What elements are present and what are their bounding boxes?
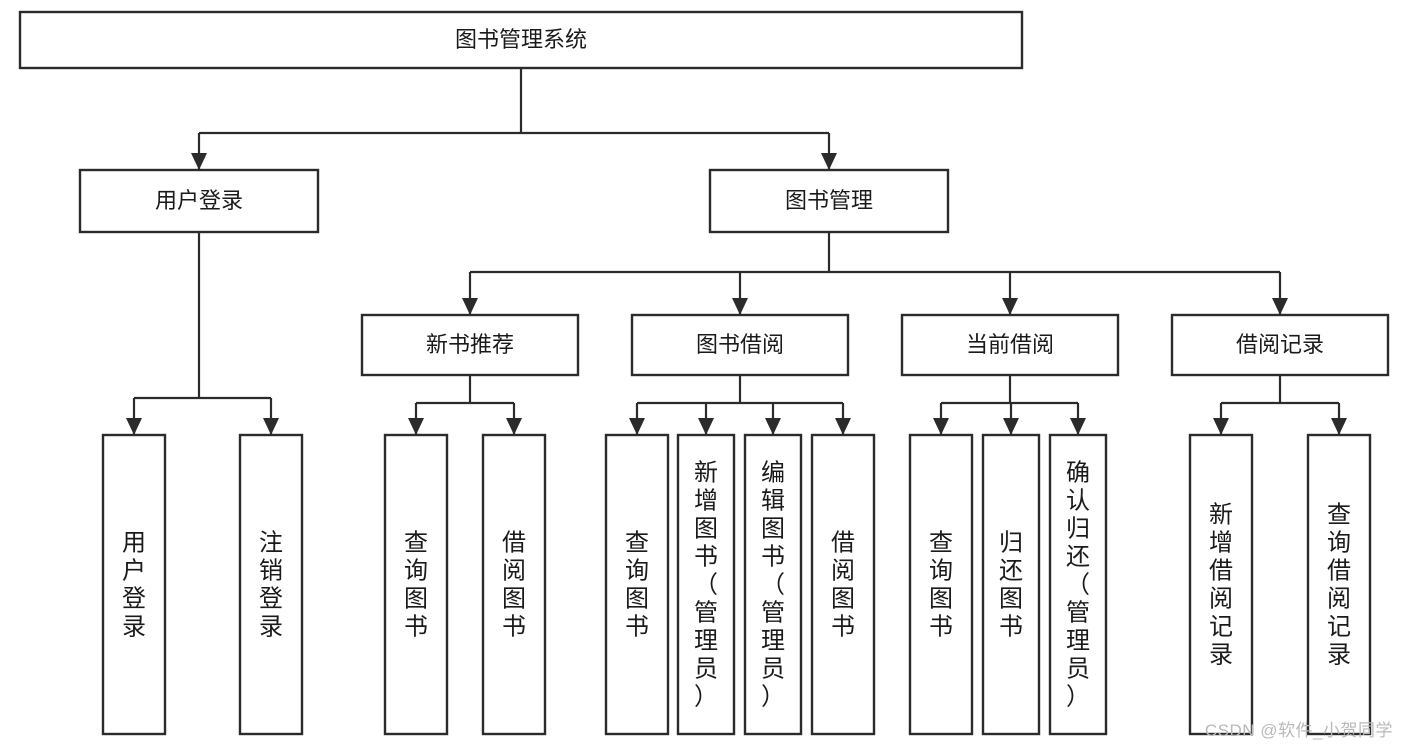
node-label: 查询图书 <box>929 530 953 641</box>
arrow-head-icon <box>1002 298 1018 315</box>
arrow-head-icon <box>732 298 748 315</box>
node-level3-0[interactable]: 新书推荐 <box>360 313 580 377</box>
arrow-head-icon <box>462 298 478 315</box>
node-leaf-10[interactable]: 确认归还（管理员） <box>1048 433 1108 736</box>
arrow-head-icon <box>765 418 781 435</box>
node-root[interactable]: 图书管理系统 <box>18 10 1024 70</box>
node-rect[interactable] <box>101 433 167 736</box>
node-leaf-11[interactable]: 新增借阅记录 <box>1188 433 1254 736</box>
node-leaf-7[interactable]: 借阅图书 <box>810 433 876 736</box>
node-label: 新增图书（管理员） <box>694 460 718 711</box>
node-rect[interactable] <box>383 433 449 736</box>
node-leaf-5[interactable]: 新增图书（管理员） <box>676 433 736 736</box>
node-rect[interactable] <box>708 168 950 234</box>
node-label: 查询图书 <box>404 530 428 641</box>
node-group: 图书管理系统用户登录图书管理新书推荐图书借阅当前借阅借阅记录用户登录注销登录查询… <box>18 10 1390 736</box>
node-level3-2[interactable]: 当前借阅 <box>900 313 1120 377</box>
node-rect[interactable] <box>743 433 803 736</box>
arrow-head-icon <box>408 418 424 435</box>
node-label: 新增借阅记录 <box>1209 502 1233 669</box>
node-label: 注销登录 <box>259 530 283 641</box>
arrow-head-icon <box>191 153 207 170</box>
connector-group <box>126 68 1347 435</box>
arrow-head-icon <box>629 418 645 435</box>
node-label: 新书推荐 <box>426 332 514 357</box>
node-rect[interactable] <box>481 433 547 736</box>
arrow-head-icon <box>1003 418 1019 435</box>
arrow-head-icon <box>506 418 522 435</box>
arrow-head-icon <box>698 418 714 435</box>
node-leaf-9[interactable]: 归还图书 <box>981 433 1041 736</box>
node-label: 借阅图书 <box>502 530 526 641</box>
node-label: 归还图书 <box>999 530 1023 641</box>
node-rect[interactable] <box>1170 313 1390 377</box>
arrow-head-icon <box>821 153 837 170</box>
node-rect[interactable] <box>78 168 320 234</box>
node-label: 确认归还（管理员） <box>1066 460 1090 711</box>
node-rect[interactable] <box>630 313 850 377</box>
node-leaf-8[interactable]: 查询图书 <box>908 433 974 736</box>
arrow-head-icon <box>1272 298 1288 315</box>
node-label: 借阅记录 <box>1236 332 1324 357</box>
node-leaf-2[interactable]: 查询图书 <box>383 433 449 736</box>
node-rect[interactable] <box>238 433 304 736</box>
node-label: 用户登录 <box>122 530 146 641</box>
node-level2-1[interactable]: 图书管理 <box>708 168 950 234</box>
node-label: 图书借阅 <box>696 332 784 357</box>
node-rect[interactable] <box>1188 433 1254 736</box>
node-label: 查询借阅记录 <box>1327 502 1351 669</box>
node-leaf-1[interactable]: 注销登录 <box>238 433 304 736</box>
arrow-head-icon <box>1070 418 1086 435</box>
node-rect[interactable] <box>18 10 1024 70</box>
arrow-head-icon <box>263 418 279 435</box>
node-level2-0[interactable]: 用户登录 <box>78 168 320 234</box>
node-leaf-6[interactable]: 编辑图书（管理员） <box>743 433 803 736</box>
arrow-head-icon <box>835 418 851 435</box>
node-label: 图书管理系统 <box>455 27 587 52</box>
node-rect[interactable] <box>908 433 974 736</box>
node-label: 借阅图书 <box>831 530 855 641</box>
arrow-head-icon <box>126 418 142 435</box>
node-rect[interactable] <box>360 313 580 377</box>
node-rect[interactable] <box>676 433 736 736</box>
node-label: 用户登录 <box>155 188 243 213</box>
node-leaf-4[interactable]: 查询图书 <box>604 433 670 736</box>
node-rect[interactable] <box>1048 433 1108 736</box>
node-level3-1[interactable]: 图书借阅 <box>630 313 850 377</box>
arrow-head-icon <box>1331 418 1347 435</box>
node-rect[interactable] <box>1306 433 1372 736</box>
node-leaf-12[interactable]: 查询借阅记录 <box>1306 433 1372 736</box>
arrow-head-icon <box>1213 418 1229 435</box>
node-leaf-0[interactable]: 用户登录 <box>101 433 167 736</box>
node-label: 编辑图书（管理员） <box>761 460 785 711</box>
node-label: 查询图书 <box>625 530 649 641</box>
node-label: 图书管理 <box>785 188 873 213</box>
arrow-head-icon <box>933 418 949 435</box>
node-rect[interactable] <box>810 433 876 736</box>
node-leaf-3[interactable]: 借阅图书 <box>481 433 547 736</box>
node-rect[interactable] <box>604 433 670 736</box>
node-level3-3[interactable]: 借阅记录 <box>1170 313 1390 377</box>
node-rect[interactable] <box>981 433 1041 736</box>
node-label: 当前借阅 <box>966 332 1054 357</box>
node-rect[interactable] <box>900 313 1120 377</box>
